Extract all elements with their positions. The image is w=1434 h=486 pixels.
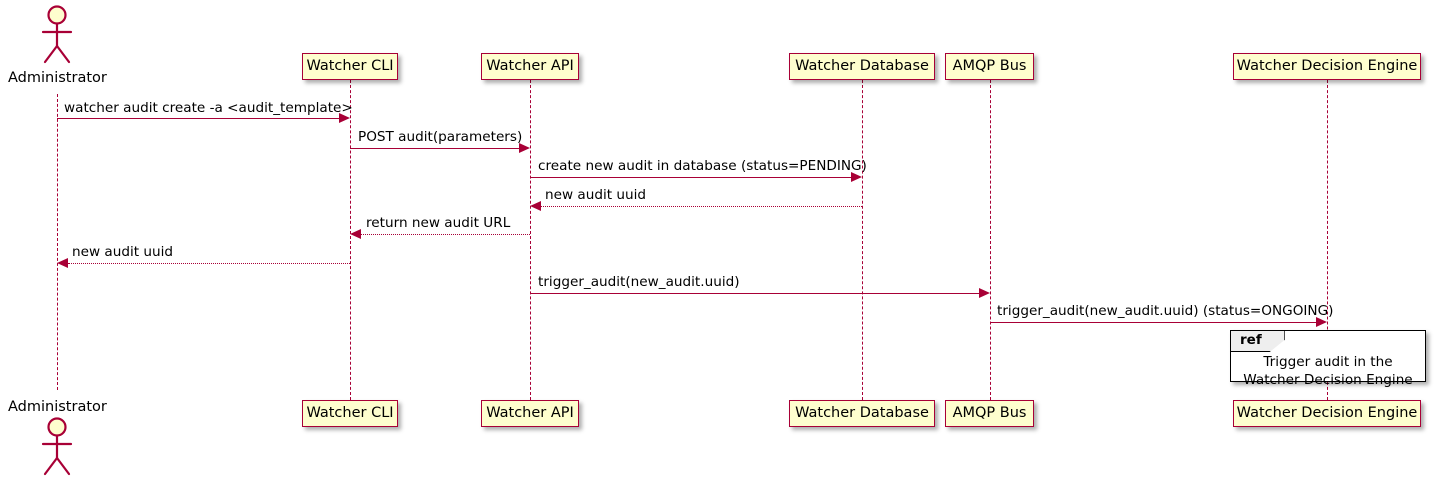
message-line-new-audit-uuid-db: [541, 206, 862, 207]
actor-stick-figure-icon: [41, 417, 73, 476]
lifeline-watcher-decision-engine: [1327, 80, 1328, 400]
message-line-watcher-audit-create: [57, 118, 341, 119]
actor-administrator-top[interactable]: [37, 4, 79, 70]
message-label-trigger-audit-ongoing: trigger_audit(new_audit.uuid) (status=ON…: [997, 303, 1334, 319]
participant-amqp-bus-bottom[interactable]: AMQP Bus: [945, 400, 1034, 427]
lifeline-administrator: [57, 94, 58, 390]
message-line-post-audit: [350, 148, 521, 149]
actor-label-administrator-top: Administrator: [8, 70, 107, 86]
participant-watcher-database-bottom[interactable]: Watcher Database: [789, 400, 935, 427]
message-label-watcher-audit-create: watcher audit create -a <audit_template>: [64, 100, 353, 116]
ref-fragment-line-2: Watcher Decision Engine: [1243, 372, 1413, 389]
lifeline-amqp-bus: [990, 80, 991, 400]
lifeline-watcher-api: [530, 80, 531, 400]
ref-fragment-tab-label: ref: [1231, 331, 1285, 352]
message-line-trigger-audit-ongoing: [990, 322, 1318, 323]
arrowhead-right-icon: [979, 288, 990, 298]
participant-watcher-api-bottom[interactable]: Watcher API: [481, 400, 579, 427]
participant-watcher-decision-engine-top[interactable]: Watcher Decision Engine: [1233, 53, 1421, 80]
message-line-return-new-audit-url: [361, 234, 530, 235]
arrowhead-right-icon: [339, 113, 350, 123]
message-label-return-new-audit-url: return new audit URL: [366, 215, 511, 231]
arrowhead-left-icon: [350, 229, 361, 239]
lifeline-watcher-database: [862, 80, 863, 400]
message-line-trigger-audit: [530, 293, 981, 294]
actor-label-administrator-bottom: Administrator: [8, 399, 107, 415]
participant-watcher-cli-top[interactable]: Watcher CLI: [302, 53, 398, 80]
arrowhead-right-icon: [851, 172, 862, 182]
participant-watcher-decision-engine-bottom[interactable]: Watcher Decision Engine: [1233, 400, 1421, 427]
ref-fragment-body: Trigger audit in the Watcher Decision En…: [1231, 353, 1425, 390]
ref-fragment-line-1: Trigger audit in the: [1263, 354, 1393, 370]
participant-watcher-database-top[interactable]: Watcher Database: [789, 53, 935, 80]
participant-amqp-bus-top[interactable]: AMQP Bus: [945, 53, 1034, 80]
message-label-create-new-audit: create new audit in database (status=PEN…: [538, 158, 867, 174]
message-line-new-audit-uuid-cli: [68, 263, 350, 264]
actor-stick-figure-icon: [41, 5, 73, 64]
arrowhead-right-icon: [1316, 317, 1327, 327]
arrowhead-right-icon: [519, 143, 530, 153]
participant-watcher-cli-bottom[interactable]: Watcher CLI: [302, 400, 398, 427]
message-label-new-audit-uuid-cli: new audit uuid: [72, 244, 174, 260]
lifeline-watcher-cli: [350, 80, 351, 400]
actor-administrator-bottom[interactable]: [37, 416, 79, 482]
participant-watcher-api-top[interactable]: Watcher API: [481, 53, 579, 80]
arrowhead-left-icon: [530, 201, 541, 211]
arrowhead-left-icon: [57, 258, 68, 268]
message-line-create-new-audit: [530, 177, 853, 178]
message-label-trigger-audit: trigger_audit(new_audit.uuid): [538, 274, 740, 290]
ref-fragment[interactable]: ref Trigger audit in the Watcher Decisio…: [1230, 330, 1426, 388]
message-label-post-audit: POST audit(parameters): [358, 129, 523, 145]
message-label-new-audit-uuid-db: new audit uuid: [545, 187, 647, 203]
